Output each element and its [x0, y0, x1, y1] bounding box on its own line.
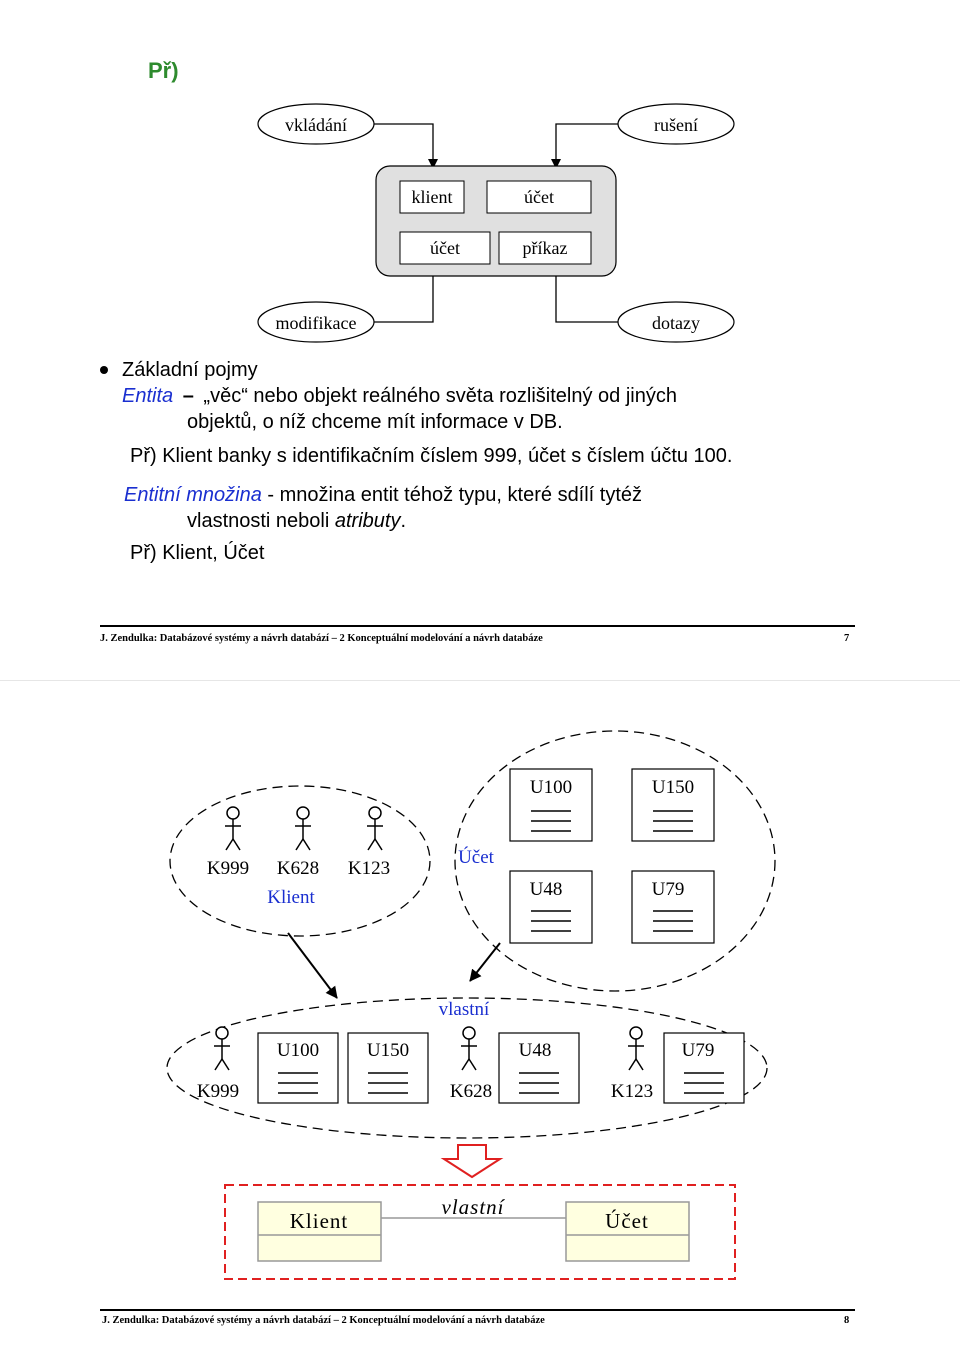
bullet-title: Základní pojmy [122, 359, 258, 381]
modify-label: modifikace [276, 313, 357, 333]
delete-label: rušení [654, 115, 698, 135]
set-definition-2b: atributy [334, 510, 401, 532]
bullet-dot [100, 366, 108, 374]
account-set-label: Účet [458, 846, 495, 868]
client-set-label: Klient [267, 887, 315, 908]
entita-definition-1: „věc“ nebo objekt reálného světa rozliši… [203, 385, 677, 407]
query-ellipse [617, 301, 735, 343]
table-prikaz-label: příkaz [523, 238, 568, 258]
insert-arrow [358, 123, 438, 169]
account-u79-label: U79 [652, 879, 685, 900]
example-heading: Př) [148, 58, 179, 83]
footer-rule-2 [100, 1309, 855, 1311]
set-line-2: vlastnosti neboli atributy. [187, 509, 406, 533]
er-entity-ucet-label: Účet [605, 1209, 649, 1233]
pair-k123: K123 [611, 1081, 653, 1102]
delete-ellipse [617, 103, 735, 145]
er-entity-klient-label: Klient [290, 1209, 349, 1233]
client-figure-k628 [294, 806, 312, 851]
insert-ellipse [257, 103, 375, 145]
account-u100-label: U100 [530, 777, 572, 798]
set-line-1: Entitní množina - množina entit téhož ty… [124, 483, 642, 507]
modify-ellipse [257, 301, 375, 343]
er-diagram-frame [224, 1184, 736, 1280]
table-ucet-1-label: účet [524, 187, 554, 207]
account-u48-label: U48 [530, 879, 563, 900]
client-figure-k999 [224, 806, 242, 851]
table-prikaz [498, 231, 592, 265]
pair-account-u79-label: U79 [682, 1040, 715, 1061]
er-entity-klient [257, 1201, 382, 1262]
client-k123: K123 [348, 858, 390, 879]
table-klient-label: klient [412, 187, 453, 207]
account-u100 [509, 768, 593, 842]
transform-arrow-icon [440, 1144, 504, 1179]
page-number-2: 8 [844, 1315, 850, 1326]
client-figure-k123 [366, 806, 384, 851]
insert-label: vkládání [285, 115, 347, 135]
pair-account-u48 [498, 1032, 580, 1104]
operations-diagram: vkládání rušení modifikace dotazy klient… [257, 103, 735, 343]
pair-figure-k123 [627, 1026, 645, 1071]
account-arrow [469, 942, 501, 982]
set-term: Entitní množina [124, 484, 262, 506]
modify-arrow [365, 266, 438, 323]
account-u150 [631, 768, 715, 842]
entita-definition-2: objektů, o níž chceme mít informace v DB… [187, 411, 563, 433]
client-set-ellipse [169, 785, 431, 937]
account-set-ellipse [454, 730, 776, 992]
table-ucet-2 [399, 231, 491, 265]
query-label: dotazy [652, 313, 700, 333]
client-k999: K999 [207, 858, 249, 879]
entita-dash: – [182, 385, 194, 407]
set-definition-2a: vlastnosti neboli [187, 510, 335, 532]
relation-set-ellipse [166, 997, 768, 1139]
pair-figure-k628 [460, 1026, 478, 1071]
query-arrow [551, 266, 622, 323]
pair-k628: K628 [450, 1081, 492, 1102]
footer-text: J. Zendulka: Databázové systémy a návrh … [100, 633, 543, 644]
pair-account-u100 [257, 1032, 339, 1104]
er-entity-ucet [565, 1201, 690, 1262]
slide-8: K999 K628 K123 Klient Účet U100 U150 U48… [0, 681, 960, 1367]
entita-line-1: Entita – „věc“ nebo objekt reálného svět… [122, 384, 677, 408]
set-definition-1: - množina entit téhož typu, které sdílí … [261, 484, 643, 506]
pair-account-u79 [663, 1032, 745, 1104]
pair-account-u100-label: U100 [277, 1040, 319, 1061]
example-1: Př) Klient banky s identifikačním číslem… [130, 445, 733, 467]
table-klient [399, 180, 465, 214]
slide-7: Př) vkládání rušení modifikace dotazy kl… [0, 0, 960, 680]
pair-k999: K999 [197, 1081, 239, 1102]
page-number: 7 [844, 633, 850, 644]
er-relation-label: vlastní [442, 1195, 506, 1219]
client-k628: K628 [277, 858, 319, 879]
table-ucet-1 [486, 180, 592, 214]
example-2: Př) Klient, Účet [130, 542, 265, 564]
pair-account-u150-label: U150 [367, 1040, 409, 1061]
set-definition-2c: . [400, 510, 407, 532]
delete-arrow [551, 123, 622, 169]
footer-text-2: J. Zendulka: Databázové systémy a návrh … [102, 1315, 545, 1326]
footer-rule [100, 625, 855, 627]
pair-account-u48-label: U48 [519, 1040, 552, 1061]
page-separator [0, 680, 960, 681]
entity-sets-diagram: K999 K628 K123 Klient Účet U100 U150 U48… [166, 730, 776, 1280]
entita-term: Entita [122, 385, 174, 407]
pair-account-u150 [347, 1032, 429, 1104]
pair-figure-k999 [213, 1026, 231, 1071]
account-u150-label: U150 [652, 777, 694, 798]
table-ucet-2-label: účet [430, 238, 460, 258]
client-arrow [287, 932, 338, 999]
relation-label: vlastní [439, 999, 490, 1020]
